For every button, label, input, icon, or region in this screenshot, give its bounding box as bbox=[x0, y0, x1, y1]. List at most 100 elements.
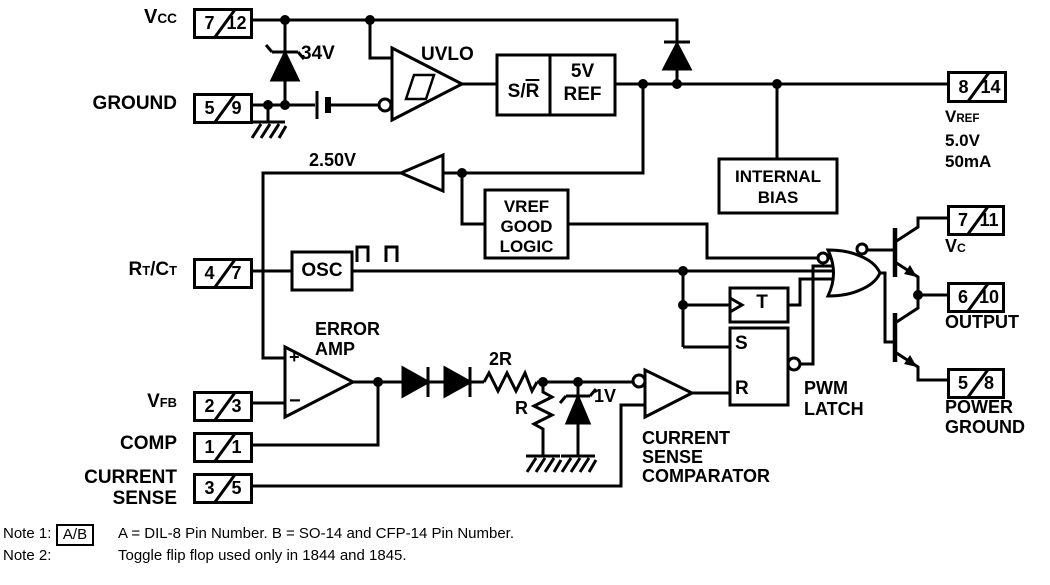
label-line: SENSE bbox=[642, 447, 704, 467]
vcc-label: VCC bbox=[105, 7, 177, 29]
ground-symbol bbox=[250, 120, 288, 139]
output-label: OUTPUT bbox=[945, 312, 1019, 332]
label-line: AMP bbox=[315, 339, 355, 359]
label-line: CURRENT bbox=[642, 428, 730, 448]
label-line: 50mA bbox=[945, 152, 992, 171]
plus-input-label: + bbox=[289, 347, 300, 367]
uvlo-comparator bbox=[377, 45, 466, 123]
label-part: FB bbox=[159, 395, 177, 410]
label-part: T bbox=[142, 263, 151, 278]
pin-number: 6 bbox=[957, 287, 968, 307]
pin-number: 7 bbox=[957, 210, 968, 230]
buffer-2v5 bbox=[397, 152, 445, 194]
pin-number: 3 bbox=[204, 478, 215, 498]
junction-dots bbox=[263, 15, 923, 387]
vfb-label: VFB bbox=[100, 392, 177, 413]
pin-number: 2 bbox=[204, 396, 215, 416]
wires bbox=[247, 18, 947, 488]
vc-label: VC bbox=[945, 236, 966, 258]
note2-text: Toggle flip flop used only in 1844 and 1… bbox=[118, 547, 407, 564]
pin-number: 8 bbox=[983, 373, 994, 393]
resistor-r-label: R bbox=[515, 398, 528, 418]
ground-symbol bbox=[560, 454, 598, 473]
label-line: POWER bbox=[945, 397, 1014, 417]
pin-number: 12 bbox=[226, 13, 247, 33]
label-part: R bbox=[525, 81, 540, 102]
label-part: V bbox=[147, 391, 160, 412]
pin-number: 7 bbox=[204, 13, 215, 33]
label-line: ERROR bbox=[315, 319, 381, 339]
clock-pulse-icon bbox=[355, 245, 399, 262]
label-part: V bbox=[945, 107, 957, 126]
ground-label: GROUND bbox=[92, 93, 177, 114]
osc-box bbox=[290, 250, 354, 292]
pin-box-output: 6 10 bbox=[947, 282, 1005, 313]
buffer-2v5-label: 2.50V bbox=[309, 150, 357, 170]
label-part: /C bbox=[150, 259, 170, 280]
ground-symbol bbox=[525, 454, 563, 473]
vref-output-label: VREF 5.0V 50mA bbox=[945, 106, 991, 172]
label-part: R bbox=[128, 259, 143, 280]
pin-box-vref: 8 14 bbox=[947, 71, 1007, 103]
pin-number: 8 bbox=[958, 76, 969, 97]
label-line: CURRENT bbox=[84, 467, 177, 488]
zener-34v bbox=[264, 44, 306, 82]
label-line: LATCH bbox=[804, 399, 864, 419]
pwm-latch bbox=[728, 326, 802, 407]
sr-label: S/R bbox=[497, 82, 550, 102]
label-part: V bbox=[945, 236, 958, 256]
label-line: SENSE bbox=[112, 488, 177, 509]
pin-box-rtct: 4 7 bbox=[193, 258, 253, 289]
npn-transistor-upper bbox=[892, 228, 917, 277]
pin-number: 11 bbox=[979, 210, 999, 230]
pin-number: 5 bbox=[957, 373, 968, 393]
resistor-2r-label: 2R bbox=[489, 349, 513, 369]
pin-box-power-ground: 5 8 bbox=[947, 368, 1005, 399]
label-line: BIAS bbox=[757, 188, 799, 207]
pin-number: 7 bbox=[231, 263, 242, 283]
pin-box-vc: 7 11 bbox=[947, 205, 1005, 236]
pin-number: 9 bbox=[231, 98, 242, 118]
label-line: REF bbox=[563, 84, 602, 105]
internal-bias-box bbox=[717, 157, 839, 215]
current-sense-comparator bbox=[631, 367, 696, 420]
label-part: S/ bbox=[507, 81, 526, 102]
pin-number: 1 bbox=[204, 437, 215, 457]
diode bbox=[401, 365, 432, 399]
reference-block bbox=[495, 53, 617, 117]
pin-number: 5 bbox=[204, 98, 215, 118]
supply-diode bbox=[661, 40, 693, 71]
note1-pin-badge: A/B bbox=[56, 524, 94, 546]
pin-number: 14 bbox=[980, 76, 1001, 97]
label-line: VREF bbox=[945, 106, 991, 130]
latch-r-label: R bbox=[735, 378, 749, 399]
pin-number: 5 bbox=[231, 478, 242, 498]
note1-text: A = DIL-8 Pin Number. B = SO-14 and CFP-… bbox=[118, 525, 515, 542]
vref-good-logic-label: VREF GOOD LOGIC bbox=[485, 197, 568, 257]
vref-good-logic-box bbox=[483, 188, 570, 260]
label-line: LOGIC bbox=[499, 237, 554, 256]
label-line: GROUND bbox=[945, 417, 1025, 437]
comp-label: COMP bbox=[120, 433, 177, 454]
power-ground-label: POWER GROUND bbox=[945, 397, 1025, 437]
label-part: CC bbox=[157, 11, 177, 26]
label-line: PWM bbox=[804, 378, 848, 398]
label-line: COMPARATOR bbox=[642, 466, 770, 486]
npn-transistor-lower bbox=[892, 313, 917, 367]
ref5-label: 5V REF bbox=[550, 60, 615, 106]
current-sense-label: CURRENT SENSE bbox=[35, 467, 177, 509]
pwm-latch-label: PWM LATCH bbox=[804, 378, 864, 420]
label-line: VREF bbox=[503, 197, 550, 216]
pin-box-vcc: 7 12 bbox=[193, 8, 253, 39]
label-part: C bbox=[957, 241, 966, 255]
minus-input-label: − bbox=[289, 390, 301, 412]
pin-number: 3 bbox=[231, 396, 242, 416]
zener-1v bbox=[558, 388, 598, 425]
pin-box-current-sense: 3 5 bbox=[193, 473, 253, 504]
pin-box-comp: 1 1 bbox=[193, 432, 253, 463]
label-part: REF bbox=[956, 113, 980, 125]
pin-number: 1 bbox=[231, 437, 242, 457]
pin-box-ground: 5 9 bbox=[193, 93, 253, 124]
